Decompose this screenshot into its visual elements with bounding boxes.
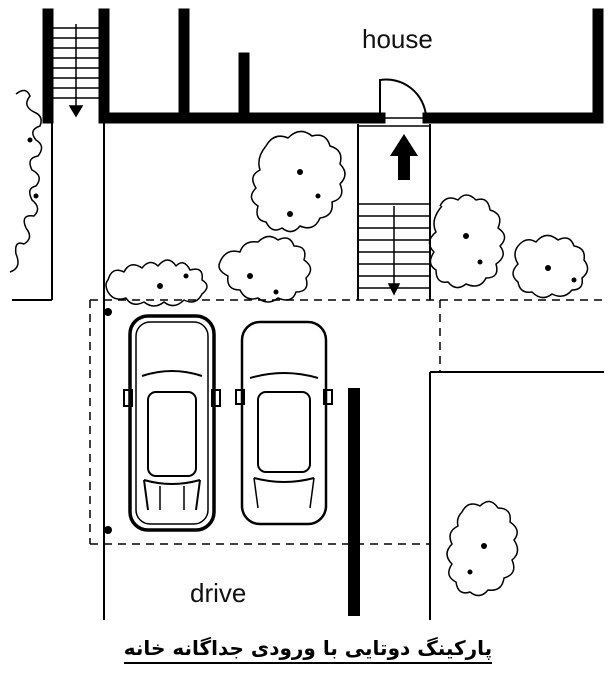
house-walls xyxy=(42,8,604,124)
shrub-far-right xyxy=(512,234,589,299)
car-left xyxy=(123,314,221,532)
property-edge xyxy=(12,118,105,620)
shrub-hedge-left xyxy=(105,259,208,307)
shrub-dots xyxy=(27,137,577,575)
shrub-right xyxy=(428,194,506,289)
adjacent-lot-edge xyxy=(429,371,604,620)
entry-path xyxy=(357,124,431,300)
entry-steps xyxy=(358,203,430,296)
shrub-left-strip xyxy=(9,89,43,273)
parking-corner-posts xyxy=(104,308,112,534)
entry-door xyxy=(379,78,428,119)
entry-arrow-icon xyxy=(390,134,418,180)
house-label: house xyxy=(362,24,433,54)
parking-bay-outline xyxy=(89,299,604,545)
shrub-hedge-mid xyxy=(218,235,312,303)
driveway-divider-wall xyxy=(348,388,360,616)
drive-label: drive xyxy=(190,578,246,608)
shrubs xyxy=(9,89,589,597)
caption-text: پارکینگ دوتایی با ورودی جداگانه خانه xyxy=(123,636,493,664)
figure-caption: پارکینگ دوتایی با ورودی جداگانه خانه xyxy=(0,636,616,664)
shrub-center xyxy=(250,130,346,233)
shrub-bottom-right xyxy=(446,500,519,597)
car-right xyxy=(235,320,333,526)
interior-stair xyxy=(52,24,100,118)
